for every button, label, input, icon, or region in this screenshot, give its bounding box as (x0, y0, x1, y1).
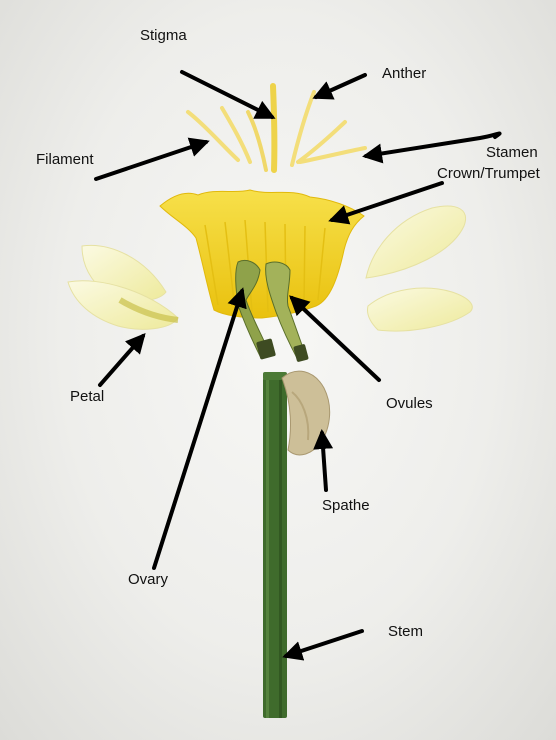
arrow-stigma (182, 72, 272, 117)
arrow-petal (100, 336, 143, 385)
pointer-arrows (96, 72, 500, 656)
petal-right-top (366, 206, 466, 278)
arrow-spathe (322, 433, 326, 490)
arrow-anther (316, 75, 365, 97)
label-ovary: Ovary (128, 572, 168, 587)
label-stamen: Stamen (486, 145, 538, 160)
arrow-stamen (366, 133, 500, 156)
label-stigma: Stigma (140, 28, 187, 43)
stem (263, 372, 287, 718)
label-petal: Petal (70, 389, 104, 404)
petal-right-bottom (367, 288, 472, 331)
ovary-right-base (293, 344, 309, 363)
label-ovules: Ovules (386, 396, 433, 411)
arrow-ovary (154, 291, 242, 568)
label-anther: Anther (382, 66, 426, 81)
label-filament: Filament (36, 152, 94, 167)
filament-left-2 (222, 108, 250, 162)
arrow-filament (96, 142, 206, 179)
stamens-group (188, 86, 365, 170)
label-spathe: Spathe (322, 498, 370, 513)
crown-trumpet (160, 190, 364, 318)
label-stem: Stem (388, 624, 423, 639)
arrow-ovules (292, 298, 379, 380)
arrow-stem (286, 631, 362, 656)
stigma-style (273, 86, 274, 170)
label-crown-trumpet: Crown/Trumpet (437, 166, 540, 181)
